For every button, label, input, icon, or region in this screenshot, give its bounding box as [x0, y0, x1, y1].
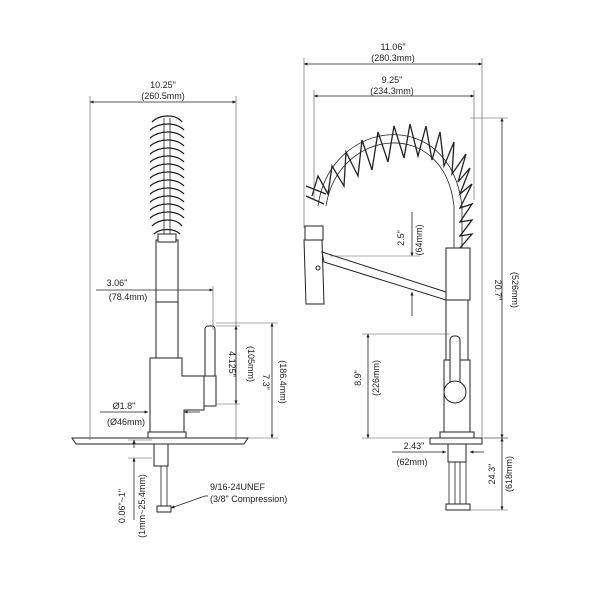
front-handle-height-mm: (105mm)	[246, 346, 256, 382]
front-supply-thread-spec: 9/16-24UNEF	[210, 482, 266, 492]
front-base-diameter-inch: Ø1.8"	[113, 401, 136, 411]
front-base-collar	[147, 431, 187, 439]
front-overall-width-inch: 10.25"	[150, 80, 176, 90]
side-spring-holder	[445, 247, 471, 301]
front-base-diameter-mm: (Ø46mm)	[107, 417, 145, 427]
side-base-offset-mm: (62mm)	[397, 457, 428, 467]
front-spout-tube	[155, 301, 179, 359]
side-base-plate	[429, 437, 483, 445]
front-spout-reach-mm: (78.4mm)	[109, 292, 148, 302]
side-overall-height-mm: (526mm)	[510, 272, 520, 308]
front-supply-thread-compression: (3/8" Compression)	[210, 494, 287, 504]
front-sprayer-collar	[157, 233, 177, 243]
front-overall-width-mm: (260.5mm)	[141, 91, 185, 101]
front-body-height-inch: 7.3"	[261, 374, 271, 390]
side-sprayer-button	[315, 265, 321, 271]
side-spring-width-mm: (234.3mm)	[370, 86, 414, 96]
front-faucet-body	[149, 357, 205, 433]
side-sprayer-head	[303, 239, 325, 305]
side-handle-center-height-inch: 8.9"	[353, 370, 363, 386]
side-sprayer-arm	[321, 251, 447, 301]
side-supply-hose-length-mm: (618mm)	[504, 456, 514, 492]
side-base-collar	[439, 431, 475, 439]
side-supply-hose-ends	[445, 503, 471, 511]
front-handle-height-inch: 4.125"	[227, 351, 237, 377]
side-overall-depth-mm: (280.3mm)	[371, 53, 415, 63]
front-mounting-shank	[153, 443, 169, 467]
front-body-height-mm: (186.4mm)	[278, 360, 288, 404]
side-sprayer-collar	[304, 225, 324, 241]
front-supply-hose-end	[156, 505, 172, 513]
front-sprayer-head	[155, 239, 179, 303]
front-handle-hub	[203, 375, 217, 407]
side-sprayer-offset-mm: (64mm)	[414, 224, 424, 255]
side-spring-arch	[305, 123, 474, 250]
front-base-plate	[71, 437, 249, 445]
side-spring-width-inch: 9.25"	[382, 75, 403, 85]
side-supply-hose-length-inch: 24.3"	[487, 464, 497, 485]
side-overall-height-inch: 20.7"	[493, 280, 503, 301]
side-base-offset-inch: 2.43"	[404, 441, 425, 451]
front-supply-thread-leader	[170, 495, 206, 509]
front-deck-thickness-inch: 0.06"~1"	[117, 489, 127, 523]
front-spring-coil	[149, 115, 185, 240]
side-handle-hub	[443, 380, 467, 404]
side-view: 11.06" (280.3mm) 9.25" (234.3mm) 2.5" (6…	[303, 42, 520, 511]
front-view: 10.25" (260.5mm) 3.06" (78.4mm) 4.125" (…	[71, 80, 288, 538]
side-overall-depth-inch: 11.06"	[380, 42, 405, 52]
front-deck-thickness-mm: (1mm~25.4mm)	[137, 474, 147, 538]
side-handle-center-height-mm: (226mm)	[371, 360, 381, 396]
side-sprayer-offset-inch: 2.5"	[396, 230, 406, 246]
side-mounting-shank	[447, 443, 467, 463]
front-spout-reach-inch: 3.06"	[107, 278, 128, 288]
